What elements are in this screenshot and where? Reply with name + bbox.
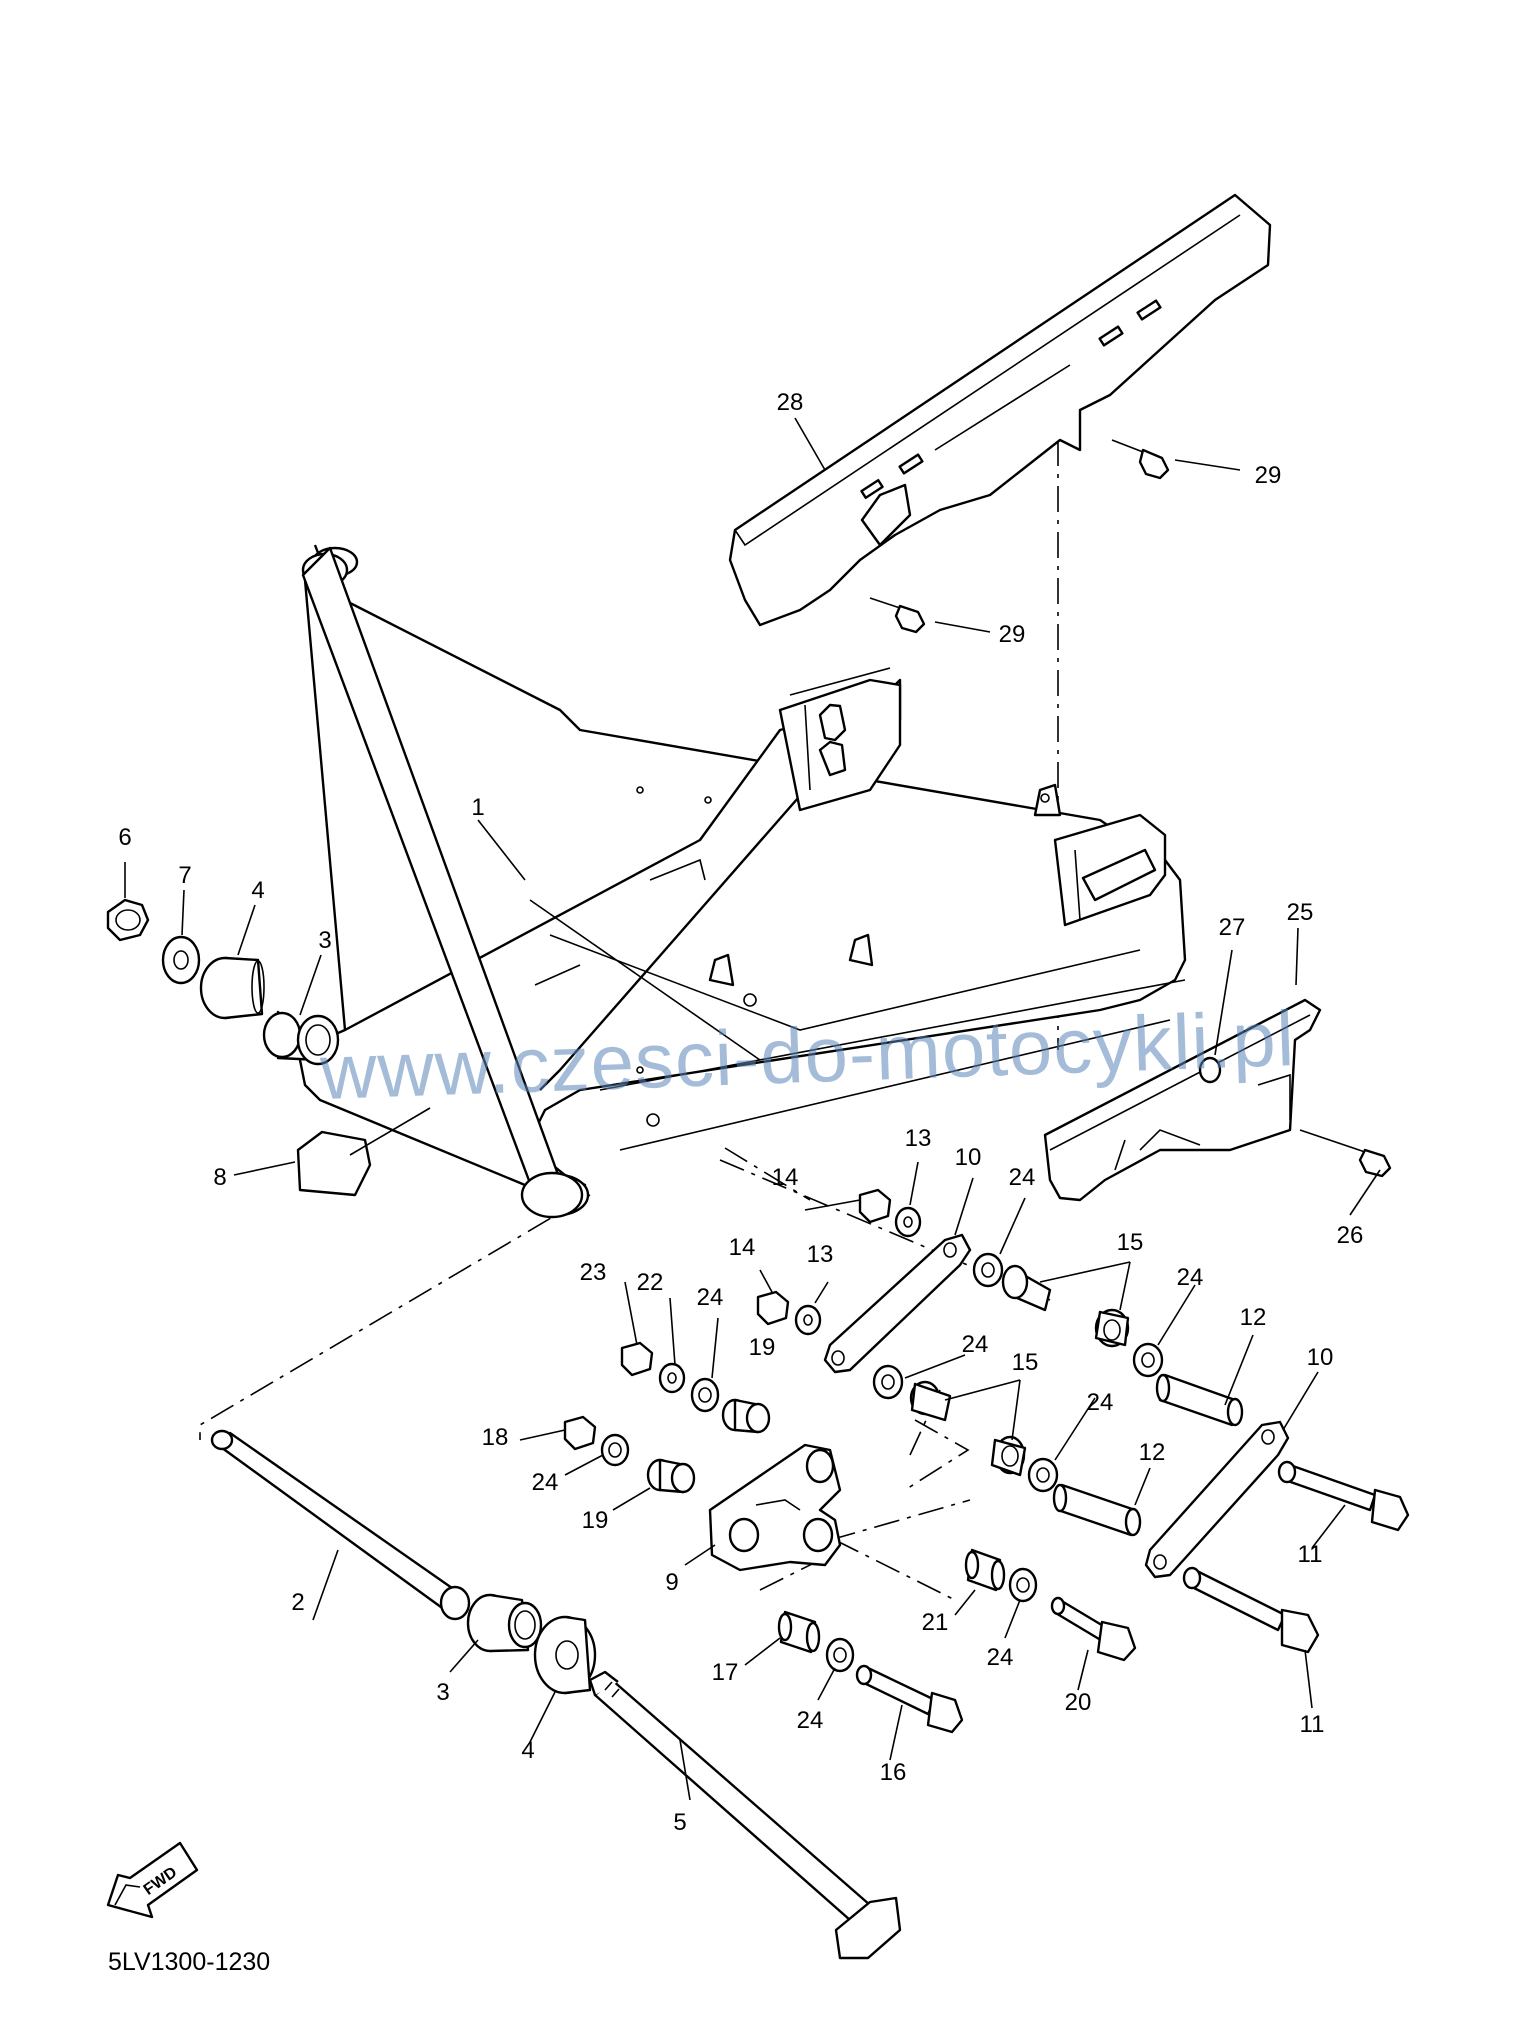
- fwd-arrow-icon: FWD: [106, 1841, 199, 1919]
- callout-29: 29: [999, 621, 1026, 648]
- cover-8[interactable]: [296, 1107, 431, 1197]
- callout-4: 4: [251, 877, 264, 904]
- callout-12: 12: [1240, 1304, 1267, 1331]
- oil-seal-24-e[interactable]: [690, 1377, 720, 1413]
- callout-14: 14: [772, 1164, 799, 1191]
- callout-24: 24: [962, 1331, 989, 1358]
- collar-17[interactable]: [777, 1610, 821, 1654]
- callout-24: 24: [1177, 1264, 1204, 1291]
- callout-18: 18: [482, 1424, 509, 1451]
- nut-14-lower[interactable]: [756, 1290, 790, 1326]
- callout-11: 11: [1298, 1541, 1323, 1568]
- callout-20: 20: [1065, 1689, 1092, 1716]
- callout-17: 17: [712, 1659, 739, 1686]
- nut-23[interactable]: [620, 1341, 654, 1377]
- collar-27[interactable]: [1198, 1056, 1222, 1084]
- callout-24: 24: [987, 1644, 1014, 1671]
- collar-2[interactable]: [210, 1429, 471, 1621]
- callout-8: 8: [213, 1164, 226, 1191]
- nut-6[interactable]: [106, 898, 150, 942]
- collar-21[interactable]: [964, 1548, 1006, 1592]
- callout-14: 14: [729, 1234, 756, 1261]
- callout-25: 25: [1287, 899, 1314, 926]
- chain-guard[interactable]: [728, 193, 1272, 627]
- washer-13-lower[interactable]: [794, 1304, 822, 1336]
- callout-26: 26: [1337, 1222, 1364, 1249]
- bearing-3-lower[interactable]: [466, 1593, 543, 1653]
- callout-10: 10: [1307, 1344, 1334, 1371]
- oil-seal-24-b[interactable]: [1132, 1342, 1164, 1378]
- callout-21: 21: [922, 1609, 949, 1636]
- callout-15: 15: [1117, 1229, 1144, 1256]
- callout-13: 13: [807, 1241, 834, 1268]
- bolt-16[interactable]: [855, 1664, 964, 1734]
- bolt-11-upper[interactable]: [1277, 1460, 1410, 1532]
- diagram-code: 5LV1300-1230: [108, 1948, 271, 1976]
- bearing-3-upper[interactable]: [262, 1010, 340, 1066]
- callout-1: 1: [471, 794, 484, 821]
- callout-24: 24: [797, 1707, 824, 1734]
- bolt-29-left[interactable]: [869, 597, 926, 634]
- callout-15: 15: [1012, 1349, 1039, 1376]
- callout-27: 27: [1219, 914, 1246, 941]
- oil-seal-24-c[interactable]: [872, 1364, 904, 1400]
- connecting-rod-10-upper[interactable]: [823, 1233, 972, 1374]
- callout-24: 24: [1009, 1164, 1036, 1191]
- oil-seal-24-a[interactable]: [972, 1252, 1004, 1288]
- collar-12-upper[interactable]: [1155, 1373, 1244, 1427]
- callout-2: 2: [291, 1589, 304, 1616]
- washer-13-upper[interactable]: [894, 1206, 922, 1238]
- bearing-15-upper[interactable]: [1001, 1264, 1130, 1348]
- bolt-11-lower[interactable]: [1182, 1566, 1320, 1654]
- callout-24: 24: [1087, 1389, 1114, 1416]
- leader-lines: [124, 417, 1381, 1801]
- callout-22: 22: [637, 1269, 664, 1296]
- oil-seal-24-g[interactable]: [1008, 1567, 1038, 1603]
- callout-3: 3: [436, 1679, 449, 1706]
- bearing-19-lower[interactable]: [646, 1458, 696, 1494]
- pivot-shaft-5[interactable]: [588, 1670, 902, 1960]
- chain-protector[interactable]: [1043, 998, 1322, 1202]
- bearing-19-upper[interactable]: [721, 1398, 771, 1434]
- washer-22[interactable]: [658, 1362, 686, 1394]
- thrust-cover-4-upper[interactable]: [199, 956, 265, 1020]
- callout-16: 16: [880, 1759, 907, 1786]
- callout-28: 28: [777, 389, 804, 416]
- bolt-20[interactable]: [1050, 1596, 1137, 1662]
- collar-12-lower[interactable]: [1052, 1483, 1142, 1537]
- nut-14-upper[interactable]: [858, 1188, 892, 1224]
- callout-9: 9: [665, 1569, 678, 1596]
- callout-23: 23: [580, 1259, 607, 1286]
- callout-7: 7: [178, 862, 191, 889]
- oil-seal-24-f[interactable]: [600, 1433, 630, 1467]
- oil-seal-24-d[interactable]: [1027, 1457, 1059, 1493]
- relay-arm-9[interactable]: [708, 1443, 842, 1572]
- callout-13: 13: [905, 1125, 932, 1152]
- thrust-cover-4-lower[interactable]: [533, 1615, 597, 1695]
- pivot-tube[interactable]: [301, 544, 584, 1219]
- callout-19: 19: [749, 1334, 776, 1361]
- oil-seal-24-h[interactable]: [825, 1637, 855, 1673]
- connecting-rod-10-lower[interactable]: [1144, 1420, 1290, 1579]
- callout-4: 4: [521, 1737, 534, 1764]
- callout-29: 29: [1255, 462, 1282, 489]
- callout-3: 3: [318, 927, 331, 954]
- washer-7[interactable]: [161, 935, 201, 985]
- bolt-26[interactable]: [1299, 1129, 1392, 1178]
- callout-numbers: 1 28 29 29 27 25 26 6 7 4 3 8 2 3 4 5 14…: [118, 389, 1363, 1836]
- nut-18[interactable]: [563, 1415, 597, 1451]
- callout-12: 12: [1139, 1439, 1166, 1466]
- callout-6: 6: [118, 824, 131, 851]
- callout-24: 24: [532, 1469, 559, 1496]
- callout-10: 10: [955, 1144, 982, 1171]
- bolt-29-right[interactable]: [1111, 439, 1170, 480]
- bearing-15-lower[interactable]: [909, 1380, 1027, 1477]
- callout-5: 5: [673, 1809, 686, 1836]
- callout-19: 19: [582, 1507, 609, 1534]
- callout-11: 11: [1300, 1711, 1325, 1738]
- callout-24: 24: [697, 1284, 724, 1311]
